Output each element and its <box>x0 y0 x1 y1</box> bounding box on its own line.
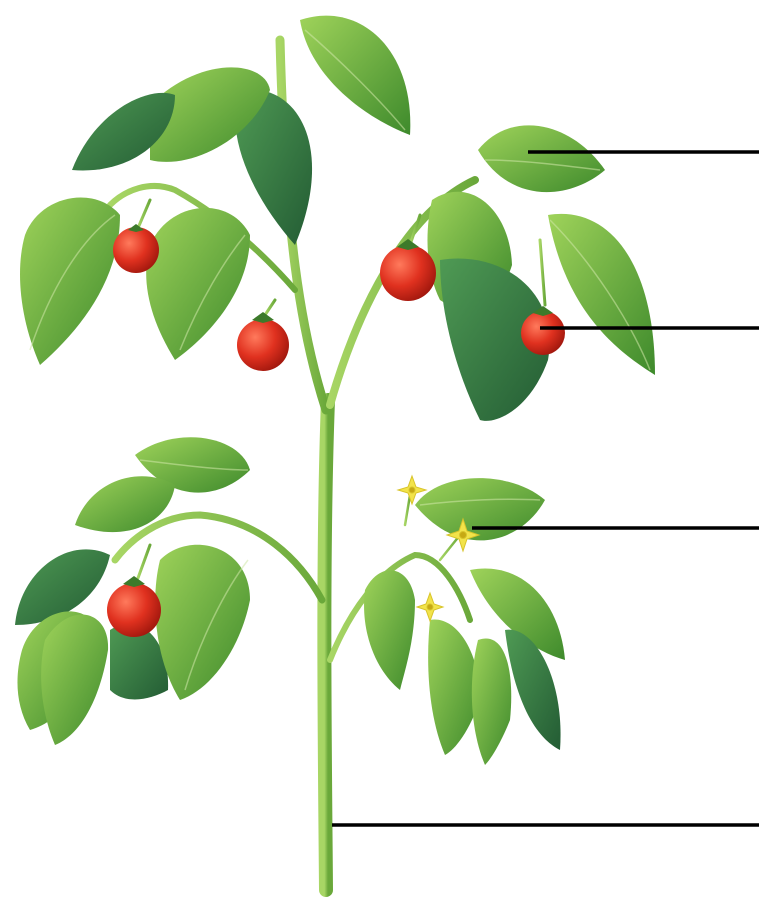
tomato-fruit <box>237 312 289 371</box>
main-stem <box>324 400 328 890</box>
leaf <box>364 570 415 690</box>
leaf <box>415 478 545 540</box>
upper-foliage <box>20 16 655 421</box>
fruit-stalk-5 <box>138 545 150 578</box>
leaf <box>478 125 605 192</box>
tomato-fruit <box>380 239 436 301</box>
leaf <box>146 208 250 360</box>
leaf <box>155 545 250 700</box>
flower-stalk-1 <box>405 495 410 525</box>
tomato-fruit <box>107 576 161 637</box>
fruit-stalk-4 <box>540 240 545 305</box>
leaf <box>41 615 108 745</box>
lower-foliage <box>15 437 565 765</box>
fruit-stalk-2 <box>265 300 275 315</box>
leaf <box>548 214 655 375</box>
fruit-stalk-1 <box>138 200 150 228</box>
tomato-flower <box>417 593 443 621</box>
tomato-fruit <box>113 224 159 273</box>
leaf <box>472 638 511 765</box>
